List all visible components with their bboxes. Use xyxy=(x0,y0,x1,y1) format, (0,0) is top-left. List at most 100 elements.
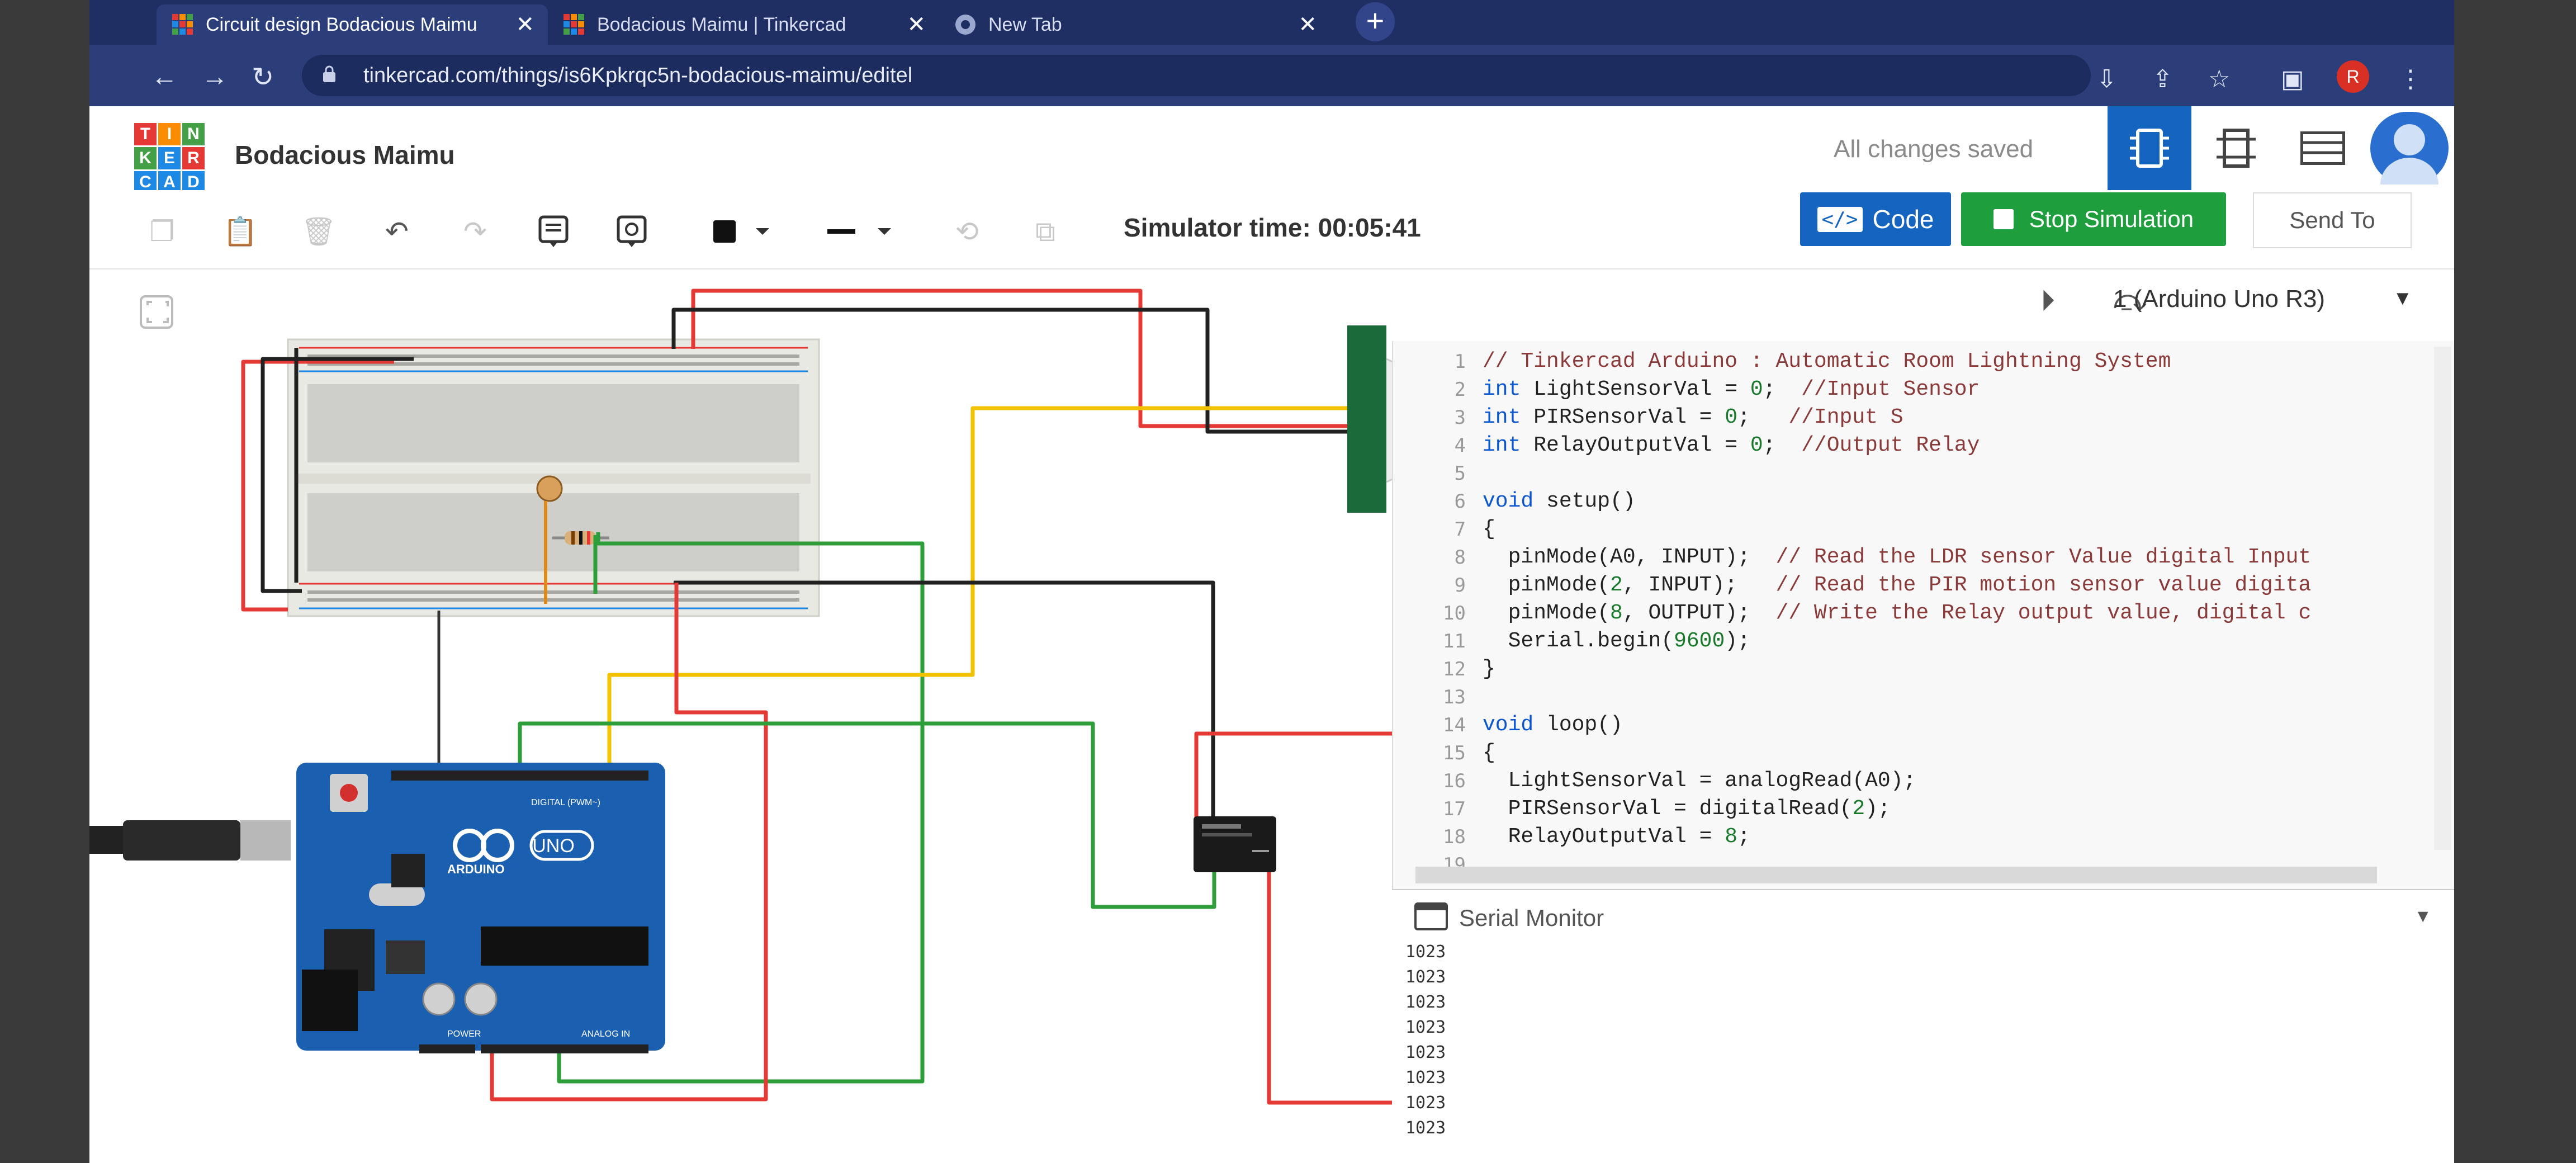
usb-cable[interactable] xyxy=(89,820,291,861)
chevron-down-icon[interactable]: ▼ xyxy=(2414,906,2432,926)
close-tab-icon[interactable]: ✕ xyxy=(907,12,926,37)
share-icon[interactable]: ⇪ xyxy=(2152,65,2173,93)
code-line[interactable]: } xyxy=(1483,657,1495,681)
code-line[interactable]: int RelayOutputVal = 0; //Output Relay xyxy=(1483,433,1980,457)
project-title[interactable]: Bodacious Maimu xyxy=(235,140,455,169)
photoresistor[interactable] xyxy=(536,475,563,604)
browser-menu-icon[interactable]: ⋮ xyxy=(2398,65,2423,93)
code-line[interactable]: RelayOutputVal = 8; xyxy=(1483,825,1750,849)
board-brand-label: ARDUINO xyxy=(447,862,505,876)
editor-vertical-scrollbar[interactable] xyxy=(2434,347,2451,850)
profile-avatar[interactable]: R xyxy=(2337,60,2369,93)
wire-red[interactable] xyxy=(241,360,394,612)
step-icon[interactable]: ⏵︎ xyxy=(2040,285,2056,317)
relay[interactable] xyxy=(1194,816,1276,872)
wire-black[interactable] xyxy=(261,357,414,593)
device-select[interactable]: 1 (Arduino Uno R3) xyxy=(2113,285,2326,313)
code-line[interactable] xyxy=(1483,683,2433,711)
code-line[interactable]: void setup() xyxy=(1483,489,1636,513)
code-line[interactable]: // Tinkercad Arduino : Automatic Room Li… xyxy=(1483,349,2171,374)
tinkercad-logo[interactable]: T I N K E R C A D xyxy=(134,123,205,193)
new-tab-button[interactable]: + xyxy=(1356,2,1395,41)
notes-icon[interactable] xyxy=(537,215,570,248)
flip-icon[interactable]: ⧉ xyxy=(1035,215,1055,247)
board-model-label: UNO xyxy=(532,835,575,857)
line-number: 3 xyxy=(1454,406,1466,429)
wire-black[interactable] xyxy=(671,308,1370,434)
wire-red[interactable] xyxy=(1194,731,1392,817)
user-avatar[interactable] xyxy=(2370,112,2449,185)
line-number: 16 xyxy=(1443,770,1466,792)
circuit-view-button[interactable] xyxy=(2108,106,2191,190)
stop-simulation-button[interactable]: Stop Simulation xyxy=(1961,192,2226,246)
code-text[interactable]: // Tinkercad Arduino : Automatic Room Li… xyxy=(1483,348,2433,879)
code-line[interactable]: Serial.begin(9600); xyxy=(1483,629,1750,653)
tab-bodacious-maimu[interactable]: Bodacious Maimu | Tinkercad ✕ xyxy=(548,4,939,45)
pir-sensor[interactable] xyxy=(1347,325,1428,513)
code-line[interactable]: PIRSensorVal = digitalRead(2); xyxy=(1483,797,1891,821)
line-number: 4 xyxy=(1454,434,1466,457)
wire-black[interactable] xyxy=(674,580,1215,817)
chrome-icon xyxy=(955,14,976,35)
wire-yellow[interactable] xyxy=(607,406,1370,774)
logo-letter: A xyxy=(158,171,181,193)
save-status: All changes saved xyxy=(1834,135,2034,163)
component-list-button[interactable] xyxy=(2281,106,2365,190)
arduino-uno-board[interactable]: UNO ARDUINO DIGITAL (PWM~) POWER ANALOG … xyxy=(296,763,665,1053)
line-number: 7 xyxy=(1454,518,1466,541)
wire-red[interactable] xyxy=(490,583,768,1101)
wire-type-picker[interactable] xyxy=(816,215,906,248)
wire-green[interactable] xyxy=(518,721,1216,909)
serial-monitor-header[interactable]: Serial Monitor ▼ xyxy=(1392,889,2454,940)
screen: Circuit design Bodacious Maimu ✕ Bodacio… xyxy=(89,0,2454,1163)
code-button[interactable]: </> Code xyxy=(1800,192,1951,246)
code-line[interactable] xyxy=(1483,460,2433,488)
code-line[interactable]: int PIRSensorVal = 0; //Input S xyxy=(1483,405,1903,429)
user-icon xyxy=(2380,124,2438,185)
code-button-label: Code xyxy=(1872,205,1934,234)
tab-circuit-design[interactable]: Circuit design Bodacious Maimu ✕ xyxy=(157,4,548,45)
fit-view-icon[interactable] xyxy=(140,295,173,329)
send-to-button[interactable]: Send To xyxy=(2253,192,2412,248)
redo-icon[interactable]: ↷ xyxy=(463,216,487,247)
code-line[interactable]: { xyxy=(1483,517,1495,541)
chevron-down-icon[interactable]: ▼ xyxy=(2393,286,2413,309)
schematic-view-button[interactable] xyxy=(2194,106,2278,190)
code-line[interactable]: pinMode(A0, INPUT); // Read the LDR sens… xyxy=(1483,545,2312,569)
wire-red[interactable] xyxy=(1267,868,1392,1105)
wire-green[interactable] xyxy=(557,532,925,1084)
app-header: T I N K E R C A D Bodacious Maimu All ch… xyxy=(89,106,2454,193)
back-arrow-icon[interactable]: ← xyxy=(151,62,178,92)
code-line[interactable]: int LightSensorVal = 0; //Input Sensor xyxy=(1483,377,1980,401)
editor-horizontal-scrollbar[interactable] xyxy=(1415,867,2377,883)
code-line[interactable]: LightSensorVal = analogRead(A0); xyxy=(1483,769,1916,793)
tab-new-tab[interactable]: New Tab ✕ xyxy=(939,4,1330,45)
code-line[interactable]: { xyxy=(1483,741,1495,765)
tinkercad-favicon-icon xyxy=(172,14,193,35)
bookmark-star-icon[interactable]: ☆ xyxy=(2208,65,2231,93)
schematic-icon xyxy=(2217,129,2256,168)
code-line[interactable]: pinMode(2, INPUT); // Read the PIR motio… xyxy=(1483,573,2312,597)
circuit-canvas[interactable]: UNO ARDUINO DIGITAL (PWM~) POWER ANALOG … xyxy=(89,270,1428,1163)
forward-arrow-icon[interactable]: → xyxy=(201,62,228,92)
delete-icon[interactable]: 🗑 xyxy=(301,215,337,247)
paste-icon[interactable]: 📋 xyxy=(222,215,258,247)
undo-icon[interactable]: ↶ xyxy=(385,216,409,247)
close-tab-icon[interactable]: ✕ xyxy=(515,12,534,37)
line-number: 15 xyxy=(1443,742,1466,764)
copy-icon[interactable]: ❐ xyxy=(149,216,175,247)
toggle-notes-icon[interactable] xyxy=(615,215,648,248)
debugger-icon[interactable]: ⤼ xyxy=(2113,282,2147,318)
reload-icon[interactable]: ↻ xyxy=(252,63,274,92)
install-app-icon[interactable]: ⇩ xyxy=(2096,65,2117,93)
url-field[interactable]: tinkercad.com/things/is6Kpkrqc5n-bodacio… xyxy=(302,55,2091,96)
close-tab-icon[interactable]: ✕ xyxy=(1298,12,1317,37)
rotate-icon[interactable]: ⟲ xyxy=(955,216,979,247)
code-line[interactable]: pinMode(8, OUTPUT); // Write the Relay o… xyxy=(1483,601,2312,625)
code-line[interactable]: void loop() xyxy=(1483,713,1623,737)
side-panel-icon[interactable]: ▣ xyxy=(2281,65,2304,93)
wires xyxy=(241,289,1392,1105)
color-picker[interactable] xyxy=(704,215,783,248)
logo-letter: D xyxy=(182,171,205,193)
